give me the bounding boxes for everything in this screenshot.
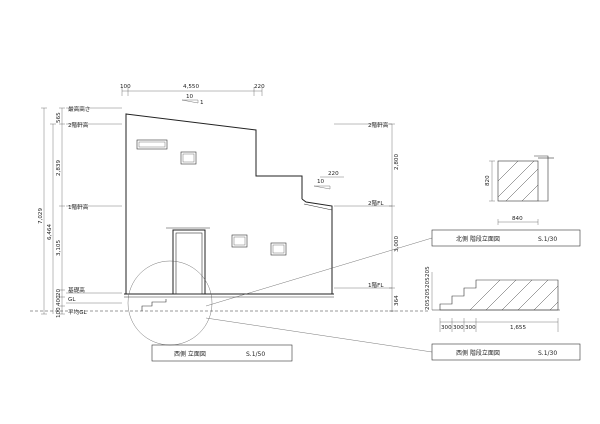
- label-eave-1f-left: 1階軒高: [68, 203, 89, 211]
- label-floor-1f: 1階FL: [368, 281, 384, 289]
- west-stair-title: 西側 階段立面図: [456, 349, 500, 357]
- label-foundation: 基礎高: [68, 286, 85, 294]
- west-riser-1: 205: [425, 299, 431, 310]
- entrance-door: [172, 229, 206, 295]
- stair-detail-circle: [127, 260, 213, 346]
- top-roof-slope-mark: 10 1: [181, 94, 204, 106]
- north-stair-detail: 820 840: [485, 155, 554, 225]
- top-slope-run: 10: [186, 94, 194, 100]
- label-eave-2f-left: 2階軒高: [68, 121, 89, 129]
- label-eave-2f-right: 2階軒高: [368, 121, 389, 129]
- left-dim-2839: 2,839: [56, 160, 62, 176]
- west-riser-2: 205: [425, 288, 431, 299]
- building-elevation: [30, 113, 430, 346]
- west-riser-4: 205: [425, 266, 431, 277]
- left-dim-total: 7,029: [38, 208, 44, 224]
- top-dimension-line: 100 4,550 220: [120, 84, 265, 96]
- west-stair-detail: 205 205 205 205 300 300 300 1,655: [425, 266, 560, 332]
- right-slope-run: 10: [317, 179, 325, 185]
- top-dim-mid: 4,550: [183, 84, 199, 90]
- top-dim-left: 100: [120, 84, 131, 90]
- west-riser-3: 205: [425, 277, 431, 288]
- main-caption-scale: S.1/50: [246, 351, 265, 358]
- right-dim-2800: 2,800: [394, 154, 400, 170]
- west-tread-2: 300: [453, 325, 464, 331]
- main-caption-title: 西側 立面図: [174, 350, 206, 358]
- north-stair-width: 840: [512, 216, 523, 222]
- west-stair-length: 1,655: [510, 325, 526, 331]
- left-level-labels: 最高高さ 2階軒高 1階軒高 基礎高 GL 平均GL: [66, 105, 122, 316]
- top-dim-right: 220: [254, 84, 265, 90]
- window-upper-mid: [180, 151, 197, 165]
- right-dim-3000: 3,000: [394, 236, 400, 252]
- left-dim-565: 565: [56, 112, 62, 123]
- main-caption-box: 西側 立面図 S.1/50: [151, 344, 293, 362]
- west-stair-title-box: 西側 階段立面図 S.1/30: [431, 343, 581, 361]
- right-dim-364: 364: [394, 295, 400, 306]
- west-tread-3: 300: [465, 325, 476, 331]
- right-roof-overhang: 220: [328, 171, 339, 177]
- window-lower-mid: [231, 234, 248, 248]
- right-level-labels: 2階軒高 2階FL 1階FL 2,800 3,000 364: [334, 121, 400, 312]
- left-dim-20: 20: [56, 288, 62, 296]
- north-stair-title-box: 北側 階段立面図 S.1/30: [431, 229, 581, 247]
- label-avg-gl: 平均GL: [68, 308, 88, 316]
- right-roof-slope-mark: 10 220: [313, 171, 344, 190]
- top-slope-rise: 1: [200, 100, 204, 106]
- window-top-left: [136, 139, 168, 150]
- label-gl: GL: [68, 297, 76, 303]
- west-stair-scale: S.1/30: [538, 350, 557, 357]
- window-lower-right: [270, 242, 287, 256]
- label-max-height: 最高高さ: [68, 105, 90, 113]
- left-dimension-lines: 7,029 6,464 565 2,839 3,105 20 400 100: [38, 107, 65, 318]
- left-dim-100: 100: [56, 307, 62, 318]
- label-floor-2f: 2階FL: [368, 199, 384, 207]
- left-dim-400: 400: [56, 295, 62, 306]
- west-tread-1: 300: [441, 325, 452, 331]
- north-stair-scale: S.1/30: [538, 236, 557, 243]
- left-dim-subtotal: 6,464: [47, 224, 53, 240]
- north-stair-title: 北側 階段立面図: [456, 235, 500, 243]
- north-stair-height: 820: [485, 175, 491, 186]
- left-dim-3105: 3,105: [56, 240, 62, 256]
